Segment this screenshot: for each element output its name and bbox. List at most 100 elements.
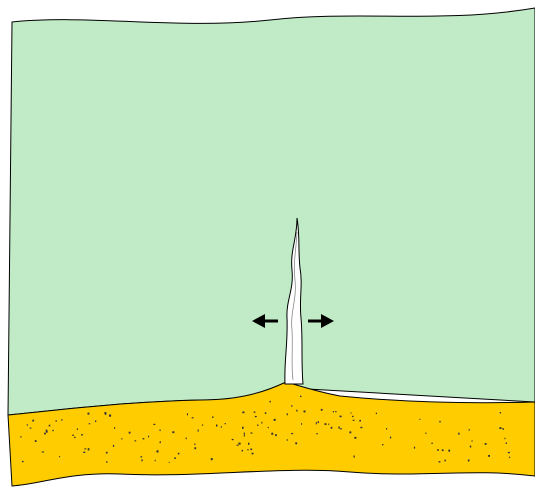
speckle <box>141 459 142 461</box>
speckle <box>211 458 213 460</box>
speckle <box>257 425 259 426</box>
speckle <box>325 423 327 425</box>
speckle <box>81 434 83 435</box>
speckle <box>468 459 470 461</box>
speckle <box>506 443 507 444</box>
speckle <box>444 460 446 462</box>
speckle <box>500 412 501 413</box>
speckle <box>74 437 76 438</box>
speckle <box>192 417 194 418</box>
speckle <box>254 412 256 413</box>
speckle <box>121 438 122 439</box>
speckle <box>46 430 47 432</box>
speckle <box>202 425 203 426</box>
speckle <box>30 428 32 429</box>
speckle <box>359 420 361 422</box>
speckle <box>291 405 292 406</box>
speckle <box>488 455 490 457</box>
speckle <box>114 427 115 429</box>
speckle <box>22 461 24 462</box>
speckle <box>287 413 288 415</box>
speckle <box>508 452 510 453</box>
speckle <box>439 461 441 462</box>
speckle <box>354 456 355 458</box>
speckle <box>255 416 257 417</box>
speckle <box>250 433 252 434</box>
speckle <box>333 411 334 412</box>
speckle <box>160 441 161 443</box>
speckle <box>198 430 199 432</box>
speckle <box>340 428 342 429</box>
speckle <box>414 447 415 449</box>
speckle <box>172 431 174 433</box>
speckle <box>238 443 240 445</box>
speckle <box>232 439 234 440</box>
speckle <box>35 440 37 442</box>
speckle <box>56 420 57 422</box>
speckle <box>225 423 227 424</box>
speckle <box>470 446 471 448</box>
speckle <box>148 436 149 438</box>
speckle <box>83 452 85 453</box>
speckle <box>129 432 131 434</box>
speckle <box>242 427 244 429</box>
speckle <box>49 425 51 427</box>
speckle <box>104 412 106 414</box>
speckle <box>458 433 460 435</box>
speckle <box>354 437 356 439</box>
speckle <box>77 428 78 430</box>
speckle <box>437 449 439 451</box>
speckle <box>351 412 352 413</box>
speckle <box>88 448 90 450</box>
speckle <box>141 456 143 457</box>
speckle <box>338 427 339 429</box>
speckle <box>89 423 91 424</box>
speckle <box>27 424 28 425</box>
speckle <box>376 413 377 414</box>
speckle <box>300 396 301 397</box>
speckle <box>386 428 387 430</box>
speckle <box>472 440 473 441</box>
speckle <box>52 430 53 431</box>
speckle <box>321 409 323 411</box>
speckle <box>194 447 196 449</box>
speckle <box>328 424 329 425</box>
speckle <box>155 460 156 461</box>
speckle <box>448 450 450 452</box>
speckle <box>382 444 383 445</box>
speckle <box>187 413 188 415</box>
speckle <box>157 450 159 452</box>
speckle <box>242 412 244 414</box>
speckle <box>469 429 470 430</box>
speckle <box>261 422 262 424</box>
speckle <box>61 419 62 420</box>
speckle <box>304 411 306 413</box>
speckle <box>247 449 249 450</box>
speckle <box>72 435 74 436</box>
speckle <box>340 416 342 418</box>
speckle <box>316 422 317 424</box>
speckle <box>113 445 114 447</box>
speckle <box>316 433 318 434</box>
speckle <box>178 453 180 455</box>
speckle <box>268 427 269 428</box>
speckle <box>244 435 245 437</box>
speckle <box>499 427 501 429</box>
water-region <box>8 8 535 415</box>
speckle <box>194 444 195 446</box>
speckle <box>502 428 504 430</box>
speckle <box>349 431 351 433</box>
speckle <box>331 427 333 429</box>
speckle <box>84 448 86 449</box>
speckle <box>431 443 433 444</box>
speckle <box>106 461 108 462</box>
speckle <box>360 427 362 428</box>
speckle <box>295 442 297 444</box>
speckle <box>216 425 217 427</box>
speckle <box>287 439 288 440</box>
speckle <box>153 424 155 425</box>
speckle <box>505 438 506 440</box>
speckle <box>242 450 244 452</box>
